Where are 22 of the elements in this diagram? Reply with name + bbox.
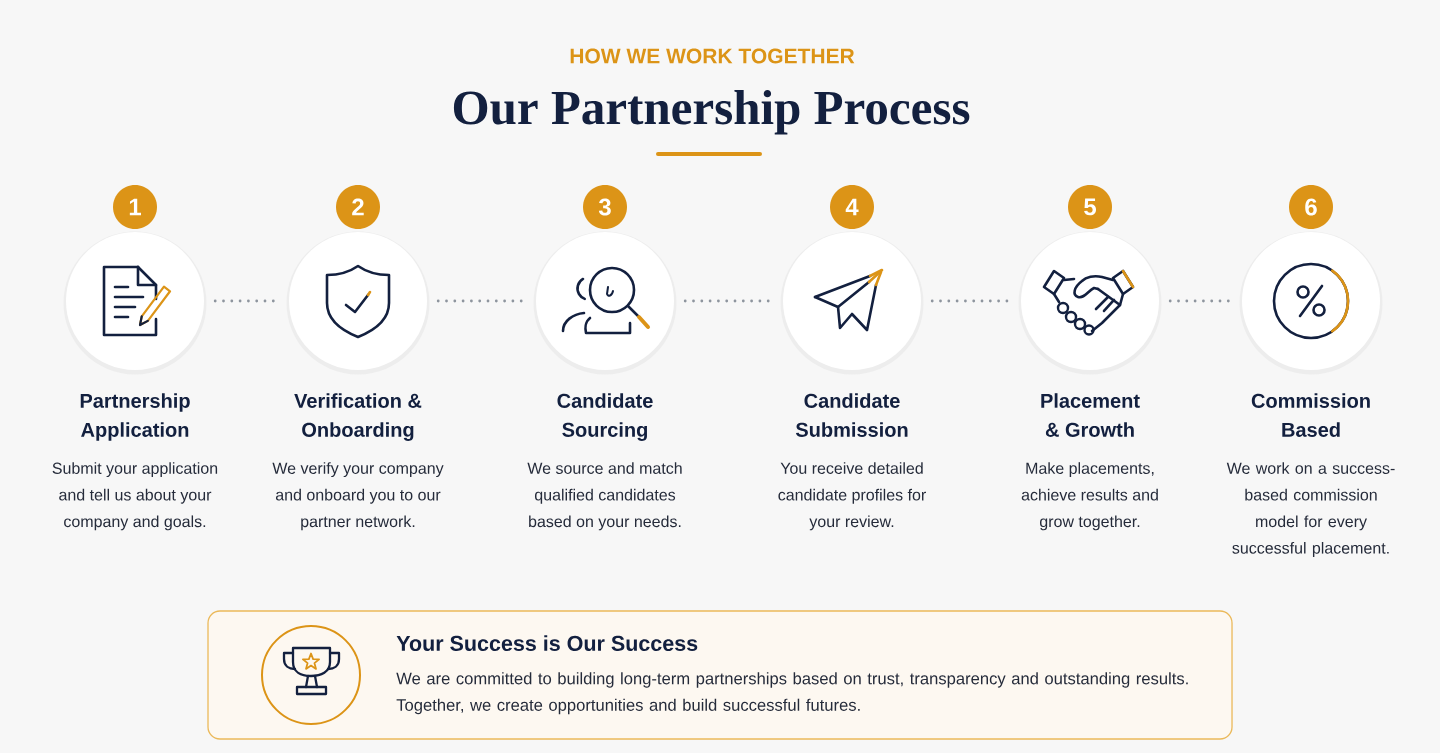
step-heading: Verification & Onboarding	[294, 393, 422, 441]
step-description: We work on a success-based commission model for every successful placement.	[1226, 462, 1395, 557]
step-description: You receive detailed candidate profiles for your review.	[778, 462, 926, 531]
step-heading: Placement & Growth	[1041, 393, 1140, 437]
panel-heading: Your Success is Our Success	[396, 635, 698, 651]
panel-text: We are committed to building long-term partnerships based on trust, transparency and outstanding results. Together, we create opportunities and build successful futures.	[396, 672, 1188, 715]
step-description: We source and match qualified candidates based on your needs.	[527, 462, 682, 531]
step-description: We verify your company and onboard you to our partner network.	[272, 462, 444, 531]
number-badge: 3	[583, 185, 627, 229]
step-heading: Commission Based	[1251, 393, 1370, 437]
step-heading: Candidate Sourcing	[557, 393, 653, 441]
step-heading: Partnership Application	[80, 393, 190, 441]
section-kicker: HOW WE WORK TOGETHER	[570, 48, 855, 64]
number-badge: 2	[336, 185, 380, 229]
number-badge: 1	[113, 185, 157, 229]
step-heading: Candidate Submission	[795, 393, 908, 437]
step-description: Submit your application and tell us about your company and goals.	[52, 462, 218, 531]
number-badge: 6	[1289, 185, 1333, 229]
step-description: Make placements, achieve results and grow together.	[1021, 462, 1158, 531]
title: Our Partnership Process	[453, 90, 970, 135]
number-badge: 4	[830, 185, 874, 229]
number-badge: 5	[1068, 185, 1112, 229]
